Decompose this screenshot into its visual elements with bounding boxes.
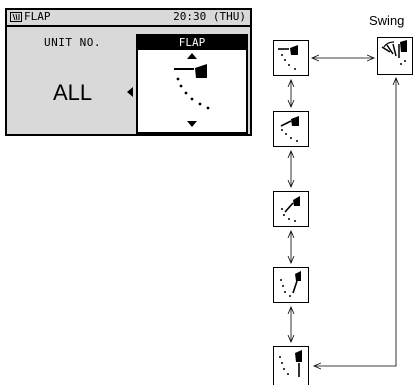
flap-setting-panel[interactable]: FLAP xyxy=(136,34,248,134)
flap-screen: FLAP 20:30 (THU) UNIT NO. ALL FLAP xyxy=(5,8,252,136)
flap-position-5 xyxy=(273,346,309,385)
flap-panel-header: FLAP xyxy=(138,36,246,50)
flap-position-3 xyxy=(273,191,309,227)
down-arrow-icon[interactable] xyxy=(187,121,197,127)
selection-arrow-icon xyxy=(127,87,133,97)
flap-position-4 xyxy=(273,267,309,303)
flap-position-2 xyxy=(273,111,309,147)
clock: 20:30 (THU) xyxy=(173,10,246,23)
title-divider xyxy=(7,25,250,27)
flap-position-5-icon xyxy=(279,350,302,377)
flap-position-2-icon xyxy=(280,116,299,142)
unit-label: UNIT NO. xyxy=(44,36,101,49)
flap-position-3-icon xyxy=(281,196,300,222)
flap-swing-icon xyxy=(10,12,22,22)
title-bar: FLAP 20:30 (THU) xyxy=(7,10,250,24)
screen-title: FLAP xyxy=(24,10,51,23)
flap-position-1 xyxy=(273,40,309,76)
swing-icon xyxy=(381,40,407,65)
up-arrow-icon[interactable] xyxy=(187,53,197,59)
swing-position xyxy=(377,37,413,75)
flap-position-icon xyxy=(174,64,210,110)
unit-value[interactable]: ALL xyxy=(53,80,93,105)
flap-position-1-icon xyxy=(278,45,298,70)
swing-label: Swing xyxy=(369,13,405,28)
flap-position-4-icon xyxy=(280,271,301,297)
